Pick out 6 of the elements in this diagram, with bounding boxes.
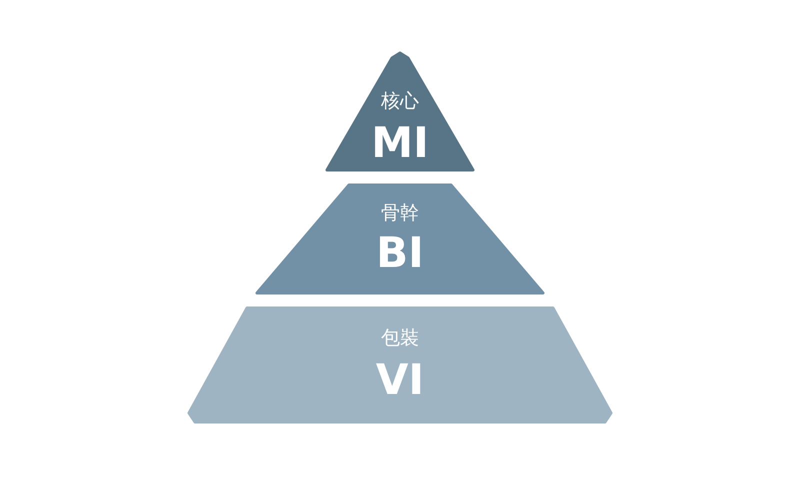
level-label: 包裝 (381, 327, 419, 349)
level-acronym: VI (376, 357, 424, 403)
level-acronym: MI (371, 120, 429, 166)
level-label: 骨幹 (381, 202, 419, 224)
level-label: 核心 (381, 90, 419, 112)
level-acronym: BI (376, 230, 424, 276)
